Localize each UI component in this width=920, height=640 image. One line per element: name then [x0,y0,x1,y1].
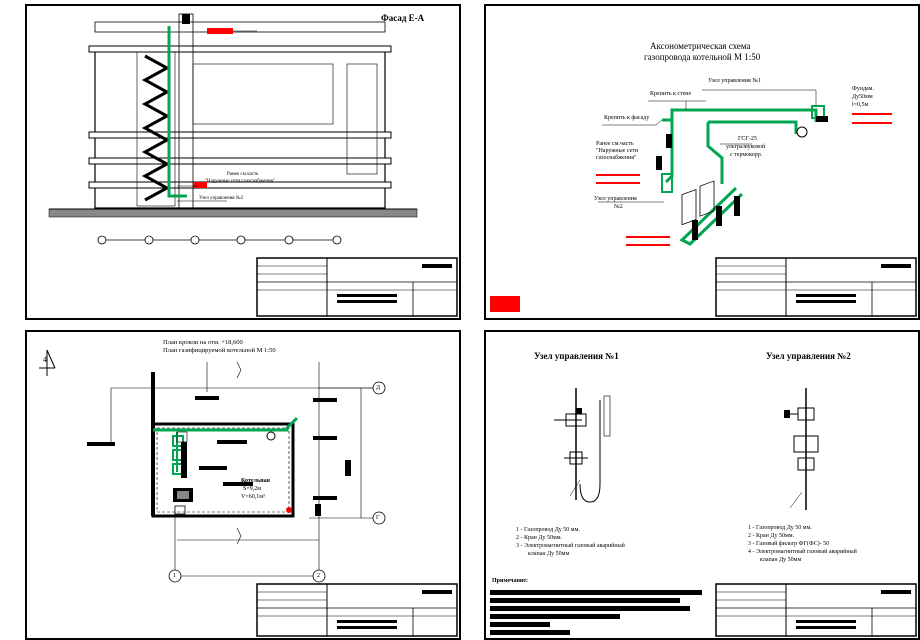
axo-node2-label-line1: Узел управления [594,196,637,202]
axo-flue-line2: Ду50мм [852,94,873,100]
plan-room-name: Котельная [241,478,270,484]
node2-legend-item: 2 - Кран Ду 50мм. [748,533,795,539]
axo-flange-fix-label: Крепить к фасаду [604,115,650,121]
node2-legend-item: 3 - Газовый фильтр ФГ(ФС)- 50 [748,541,830,547]
sheet-nodes: Узел управления №1 Узел управления №2 1 … [484,330,920,640]
axo-earlier-line2: "Наружные сети [596,148,639,154]
node1-legend-item: клапан Ду 50мм [528,551,570,557]
sheet-plan: 4 План кровли на отм. +18,600 План газиф… [25,330,461,640]
axo-earlier-line3: газоснабжения" [596,155,637,161]
facade-node-label: Узел управления №2 [199,196,244,201]
facade-drawing [48,13,458,317]
plan-title-line1: План кровли на отм. +18,600 [163,339,243,346]
axo-wall-fix-label: Крепить к стене [650,91,692,97]
axo-gsg-line3: с термокорр. [730,152,763,158]
axo-gsg-line2: ультразвуковой [726,144,766,150]
notes-title: Примечание: [492,578,529,584]
node1-legend-item: 2 - Кран Ду 50мм. [516,535,563,541]
plan-room-volume: V=60,1м³ [241,494,265,500]
node2-legend-item: 4 - Электромагнитный газовый аварийный [748,549,857,555]
plan-title-line2: План газифицируемой котельной М 1:50 [163,347,276,354]
axo-flue-line1: Фундам. [852,86,874,92]
plan-axis-1: 1 [173,573,176,579]
sheet-axonometric: Аксонометрическая схема газопровода коте… [484,4,920,320]
facade-title: Фасад Е-А [381,13,425,23]
node1-title: Узел управления №1 [534,351,619,361]
axo-flue-line3: l=0,5м [852,102,869,108]
axo-earlier-line1: Ранее см.часть [596,141,634,147]
axo-gsg-line1: ГСГ-25 [738,136,757,142]
plan-north-mark: 4 [43,355,47,364]
facade-note-line1: Ранее см.часть [227,172,259,177]
node1-legend-item: 3 - Электромагнитный газовый аварийный [516,543,625,549]
node2-title: Узел управления №2 [766,351,851,361]
sheet-facade: Фасад Е-А Ранее см.часть "Наружные сети … [25,4,461,320]
node2-legend: 1 - Газопровод Ду 50 мм. 2 - Кран Ду 50м… [748,524,857,564]
plan-axis-d: Д [376,385,381,391]
plan-axis-2: 2 [317,573,320,579]
axo-title-line1: Аксонометрическая схема [650,41,751,51]
node1-legend: 1 - Газопровод Ду 50 мм. 2 - Кран Ду 50м… [516,526,625,558]
node2-legend-item: клапан Ду 50мм [760,557,802,563]
nodes-drawing [490,388,917,637]
node2-legend-item: 1 - Газопровод Ду 50 мм. [748,525,812,531]
plan-axis-g: Г [376,515,380,521]
axo-title-line2: газопровода котельной М 1:50 [644,52,761,62]
axo-node1-label: Узел управления №1 [708,78,761,84]
facade-note-line2: "Наружные сети газоснабжения" [205,179,275,184]
plan-room-area: S=9,2м [243,486,262,492]
node1-legend-item: 1 - Газопровод Ду 50 мм. [516,527,580,533]
axonometric-drawing [490,89,917,317]
plan-drawing [39,349,458,637]
facade-axis-marks [97,235,342,245]
axo-node2-label-line2: №2 [614,204,623,210]
